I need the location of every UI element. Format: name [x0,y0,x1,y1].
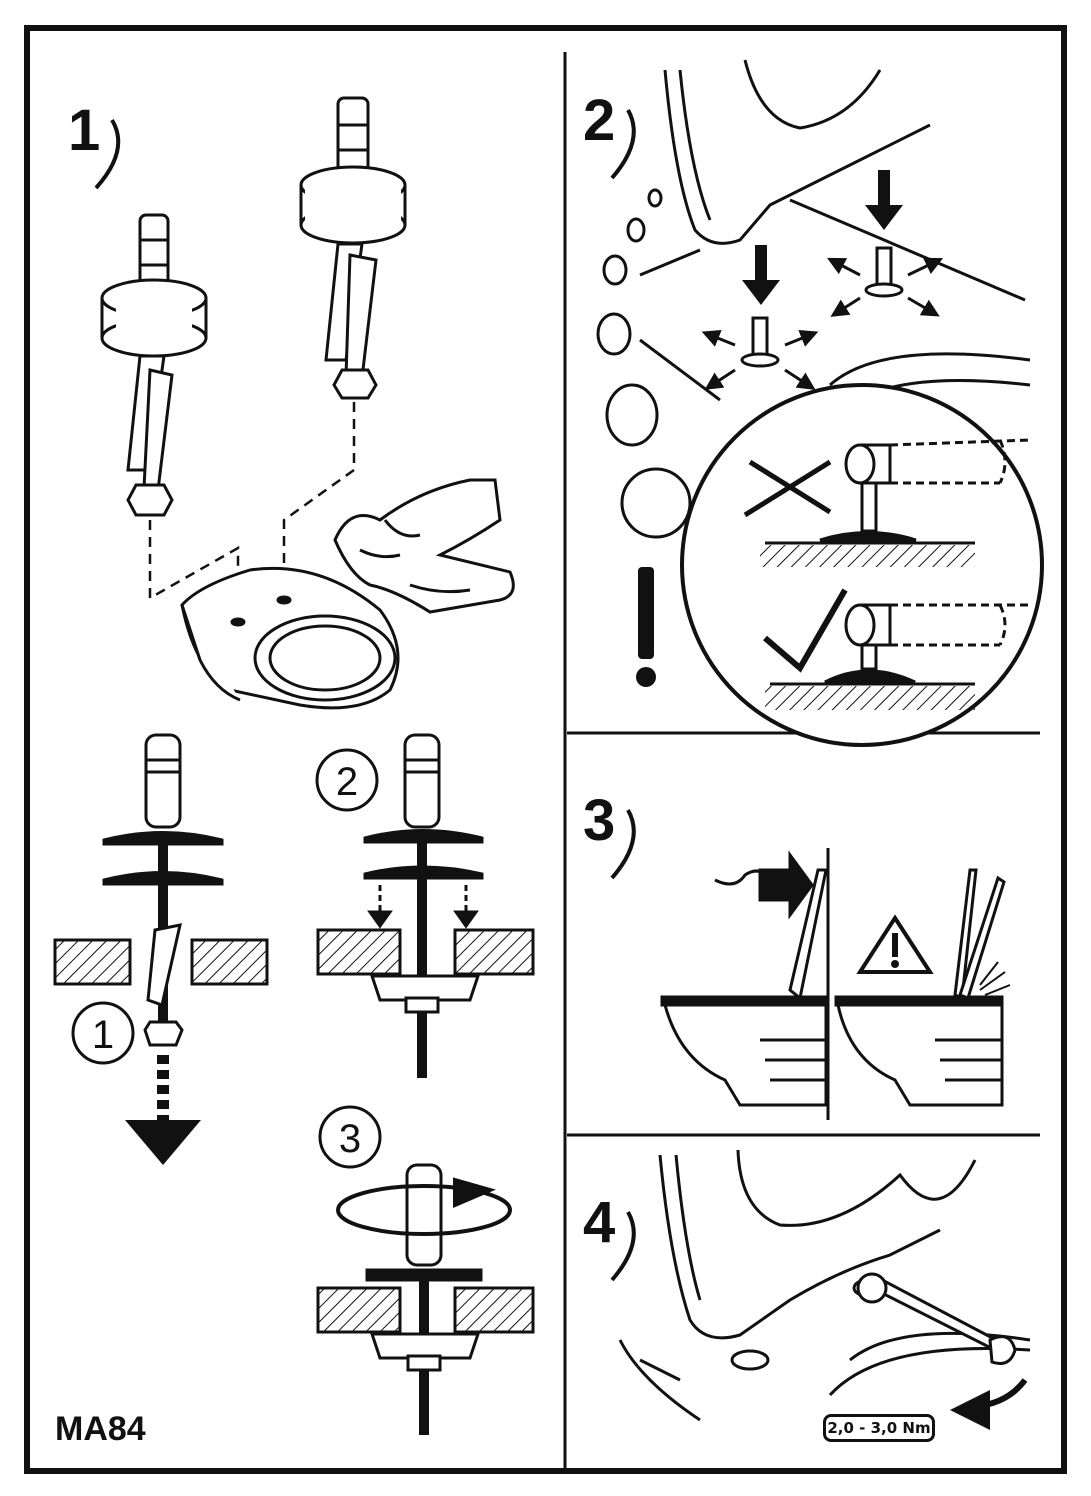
guide-lines [148,402,356,620]
cloth-icon [333,478,515,614]
step-4-bracket [610,1211,636,1282]
fixing-bolt-left [100,213,208,517]
step-4-panel: 4 [583,1149,1031,1430]
exclamation-icon [636,567,656,687]
step-2-panel: 2 [583,59,1044,747]
outer-frame [24,25,1067,1474]
step-3-panel: 3 [583,788,1011,1120]
cross-mark-icon [743,459,832,518]
step-1-bracket [94,118,121,190]
torque-value-label: 2,0 - 3,0 Nm [823,1414,935,1442]
wrench-icon [856,1272,1017,1365]
fixing-bolt-right [299,96,407,400]
rotate-arrow-icon [950,1378,1028,1430]
step-1-panel: 1 [53,96,535,1435]
rotate-arrow-icon [336,1177,512,1236]
warning-triangle-icon [856,914,934,974]
detail-magnifier [680,383,1044,747]
check-mark-icon [763,588,848,673]
model-code: MA84 [55,1410,146,1448]
substep-3-assembly [316,1163,535,1435]
bolt-spread-left [701,316,819,390]
toilet-bowl-illustration [180,566,400,710]
toilet-slamming [834,868,1011,1107]
step-2-bracket [610,109,636,180]
substep-1-badge [71,1001,135,1065]
substep-3-badge [318,1105,382,1169]
substep-1-number: 1 [92,1013,114,1057]
step-3-bracket [610,809,636,880]
bolt-wrong [760,438,1031,567]
down-arrow-icon [742,170,903,305]
step-3-number: 3 [583,788,615,853]
step-1-number: 1 [68,98,100,163]
step-2-number: 2 [583,88,615,153]
substep-2-badge [315,748,379,812]
bolt-spread-right [827,246,944,317]
toilet-closing-slow [660,850,828,1107]
bubble-dots [596,188,692,539]
down-arrow-icon [125,1055,201,1165]
substep-2-assembly [316,733,535,1078]
substep-1-assembly [53,733,269,1047]
bolt-correct [765,603,1030,710]
step-4-number: 4 [583,1190,615,1255]
substep-2-number: 2 [336,760,358,804]
substep-3-number: 3 [339,1117,361,1161]
